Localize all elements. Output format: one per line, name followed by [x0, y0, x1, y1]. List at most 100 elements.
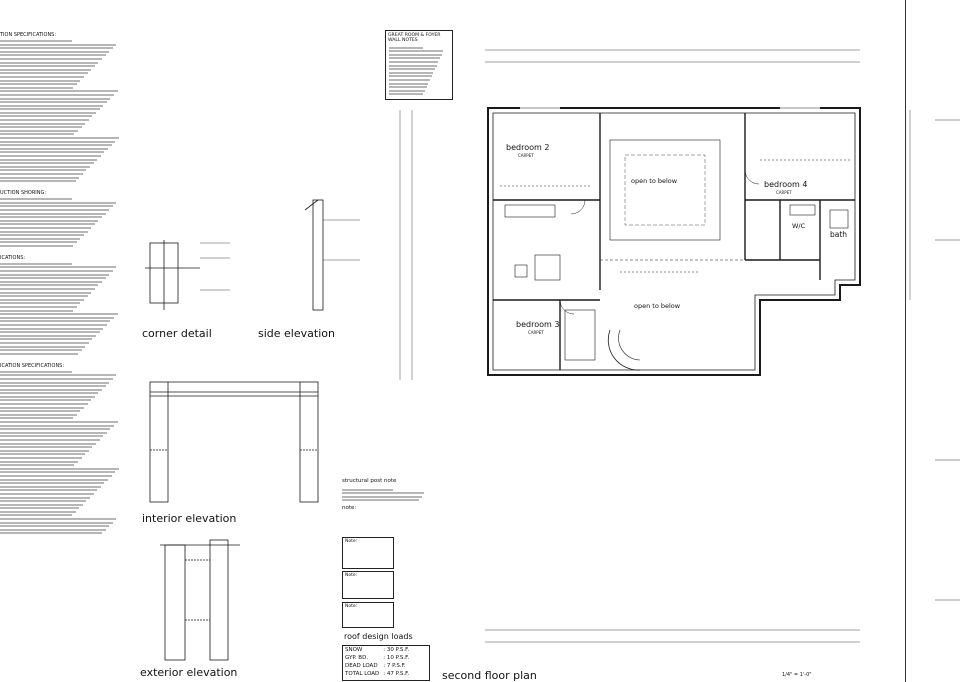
- fine-print-line: [0, 464, 75, 467]
- fine-print-line: [0, 230, 88, 233]
- fine-print-line: [0, 334, 96, 337]
- note-box-3: Note:: [342, 602, 394, 628]
- fine-print-line: [0, 417, 74, 420]
- fine-print-line: [0, 176, 80, 179]
- fine-print-line: [0, 111, 96, 114]
- fine-print-line: [0, 208, 110, 211]
- room-bedroom-4: bedroom 4: [764, 180, 808, 189]
- side-elevation-title: side elevation: [258, 327, 335, 340]
- fine-print-line: [0, 180, 76, 183]
- note-box-2-title: Note:: [345, 573, 358, 578]
- fine-print-line: [0, 101, 107, 104]
- room-bedroom-3: bedroom 3: [516, 320, 560, 329]
- fine-print-line: [0, 453, 86, 456]
- fine-print-line: [0, 345, 86, 348]
- fine-print-line: [0, 284, 99, 287]
- fine-print-line: [0, 93, 114, 96]
- note-box-1-title: Note:: [345, 539, 358, 544]
- fine-print-line: [0, 399, 92, 402]
- notes-lines-a: [0, 40, 128, 183]
- room-wic: W/C: [792, 222, 806, 230]
- fine-print-line: [389, 86, 427, 89]
- interior-elevation-title: interior elevation: [142, 512, 237, 525]
- fine-print-line: [0, 129, 78, 132]
- fine-print-line: [0, 147, 108, 150]
- fine-print-line: [0, 431, 107, 434]
- fine-print-line: [0, 449, 89, 452]
- fine-print-line: [0, 277, 106, 280]
- fine-print-line: [0, 158, 98, 161]
- fine-print-line: [342, 495, 422, 498]
- fine-print-line: [342, 488, 393, 491]
- fine-print-line: [0, 316, 114, 319]
- note-box-1: Note:: [342, 537, 394, 569]
- fine-print-line: [0, 119, 89, 122]
- fine-print-line: [0, 374, 117, 377]
- fine-print-line: [0, 165, 90, 168]
- room-open-to-below-2: open to below: [634, 302, 681, 310]
- fine-print-line: [0, 413, 77, 416]
- fine-print-line: [0, 514, 72, 517]
- roof-loads-box: SNOW: 30 P.S.F. GYP. BD.: 10 P.S.F. DEAD…: [342, 645, 430, 681]
- fine-print-line: [0, 456, 82, 459]
- fine-print-line: [0, 442, 96, 445]
- fine-print-line: [0, 528, 106, 531]
- fine-print-line: [0, 90, 118, 93]
- notes-lines-c: [0, 262, 128, 355]
- fine-print-line: [389, 50, 444, 53]
- fine-print-line: [0, 406, 84, 409]
- fine-print-line: [0, 327, 104, 330]
- exterior-elevation-title: exterior elevation: [140, 666, 238, 679]
- fine-print-line: [0, 97, 111, 100]
- room-bedroom-4-floor: CARPET: [776, 190, 792, 195]
- fine-print-line: [0, 467, 119, 470]
- fine-print-line: [0, 216, 102, 219]
- fine-print-line: [0, 126, 82, 129]
- title-block-lines: [935, 119, 960, 601]
- fine-print-line: [389, 71, 434, 74]
- great-room-notes-box: GREAT ROOM & FOYER WALL NOTES: [385, 30, 453, 100]
- fine-print-line: [0, 298, 84, 301]
- room-bath: bath: [830, 230, 848, 239]
- fine-print-line: [0, 338, 93, 341]
- fine-print-line: [0, 61, 99, 64]
- fine-print-line: [0, 381, 110, 384]
- notes-lines-b: [0, 198, 128, 247]
- title-block-column: [905, 0, 960, 682]
- fine-print-line: [389, 89, 425, 92]
- fine-print-line: [0, 492, 94, 495]
- fine-print-line: [389, 82, 429, 85]
- table-row: GYP. BD.: 10 P.S.F.: [345, 655, 410, 661]
- note-box-2: Note:: [342, 571, 394, 599]
- exterior-elevation-drawing: [160, 539, 240, 661]
- fine-print-line: [0, 133, 75, 136]
- corner-detail-title: corner detail: [142, 327, 212, 340]
- fine-print-line: [389, 57, 440, 60]
- fine-print-line: [0, 521, 113, 524]
- fine-print-line: [0, 313, 118, 316]
- side-elevation-drawing: [304, 199, 360, 311]
- notes-heading-ications: ICATIONS:: [0, 254, 26, 261]
- fine-print-line: [0, 395, 95, 398]
- fine-print-line: [0, 115, 93, 118]
- fine-print-line: [0, 47, 113, 50]
- interior-elevation-drawing: [149, 381, 319, 503]
- roof-loads-table: SNOW: 30 P.S.F. GYP. BD.: 10 P.S.F. DEAD…: [343, 646, 411, 678]
- fine-print-line: [0, 65, 95, 68]
- fine-print-line: [0, 377, 113, 380]
- fine-print-line: [0, 72, 88, 75]
- great-room-notes-lines: [386, 46, 452, 96]
- table-row: SNOW: 30 P.S.F.: [345, 647, 410, 653]
- fine-print-line: [0, 309, 74, 312]
- room-bedroom-2: bedroom 2: [506, 143, 550, 152]
- fine-print-line: [0, 403, 88, 406]
- note-label: note:: [342, 505, 357, 511]
- roof-loads-title: roof design loads: [344, 632, 413, 641]
- room-bedroom-3-floor: CARPET: [528, 330, 544, 335]
- fine-print-line: [0, 352, 78, 355]
- fine-print-line: [0, 169, 87, 172]
- notes-heading-shoring: UCTION SHORING:: [0, 190, 47, 197]
- fine-print-line: [0, 370, 72, 373]
- fine-print-line: [0, 43, 117, 46]
